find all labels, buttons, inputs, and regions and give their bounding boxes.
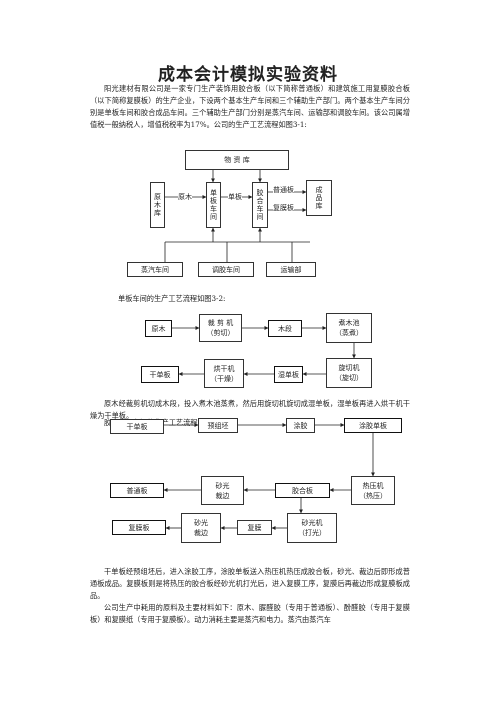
fig3-description: 干单板经预组坯后，进入涂胶工序，涂胶单板送入热压机热压成胶合板，砂光、裁边后即形… (90, 567, 410, 600)
fig1-film-board-label: 复膜板 (273, 203, 294, 213)
fig2-wet-veneer: 湿单板 (274, 366, 303, 383)
fig1-material-store: 物 资 库 (185, 150, 289, 170)
fig1-transport-dept: 运输部 (266, 262, 316, 277)
fig1-glue-workshop: 胶合车间 (252, 182, 268, 228)
fig3-hot-press: 热压机 （热压） (351, 476, 395, 505)
fig1-steam-workshop: 蒸汽车间 (127, 262, 183, 277)
fig3-pre-assembly: 预组坯 (198, 418, 238, 433)
fig3-plywood: 胶合板 (275, 483, 330, 498)
materials-paragraph: 公司生产中耗用的原料及主要材料如下：原木、脲醛胶（专用于普通板）、酚醛胶（专用于… (90, 603, 410, 624)
fig2-log-segment: 木段 (268, 320, 302, 337)
page-title: 成本会计模拟实验资料 (158, 65, 338, 85)
fig1-glue-mixing-workshop: 调胶车间 (198, 262, 254, 277)
fig2-log: 原木 (145, 320, 172, 337)
fig2-description: 原木经裁剪机切成木段，投入煮木池蒸煮，然后用旋切机旋切成湿单板，湿单板再进入烘干… (90, 399, 410, 420)
fig1-veneer-label: 单板 (228, 192, 242, 202)
fig1-normal-board-label: 普通板 (273, 185, 294, 195)
fig2-dry-veneer: 干单板 (141, 366, 179, 383)
fig3-film-board: 复膜板 (112, 520, 166, 535)
fig2-cutting-machine: 裁 剪 机 （剪切） (199, 314, 242, 342)
fig3-normal-board: 普通板 (110, 483, 164, 498)
fig3-caption: 胶合成品车间的生产工艺流程如图3-3: (104, 418, 226, 427)
fig3-gluing: 涂胶 (286, 418, 315, 433)
fig3-filming: 复膜 (237, 520, 272, 535)
fig1-raw-wood-store: 原木库 (150, 182, 165, 228)
intro-paragraph: 阳光建材有限公司是一家专门生产装饰用胶合板（以下简称普通板）和建筑施工用复膜胶合… (90, 84, 410, 129)
fig3-glued-veneer: 涂胶单板 (344, 418, 402, 433)
fig1-product-store: 成品库 (306, 180, 332, 216)
fig3-sand-trim-1: 砂光 裁边 (201, 476, 244, 505)
fig2-dryer: 烘干机 （干燥） (204, 359, 244, 388)
fig3-dry-veneer: 干单板 (110, 419, 164, 434)
fig3-sander-polish: 砂光机 （打光） (287, 513, 337, 543)
fig1-raw-wood-label: 原木 (178, 192, 192, 202)
fig2-cooking-pool: 煮木池 （蒸煮） (326, 313, 372, 343)
fig2-rotary-lathe: 旋切机 （旋切） (326, 358, 372, 388)
fig1-veneer-workshop: 单板车间 (206, 182, 221, 228)
fig3-sand-trim-2: 砂光 裁边 (181, 513, 221, 543)
fig2-caption: 单板车间的生产工艺流程如图3-2: (118, 294, 226, 303)
